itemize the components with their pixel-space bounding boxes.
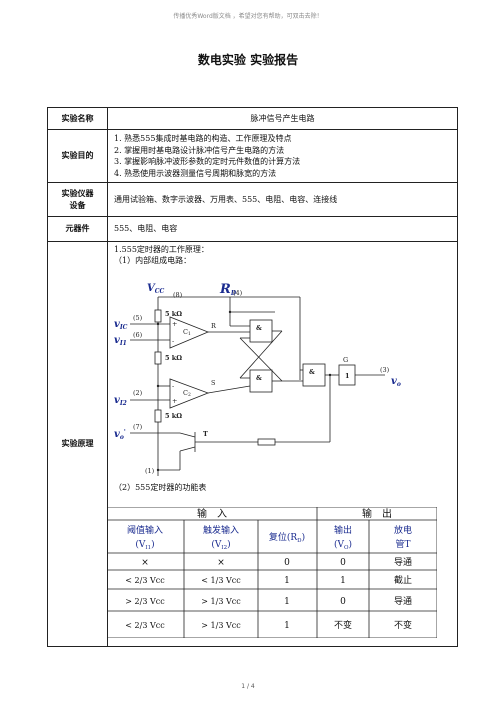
row-name: 实验名称 脉冲信号产生电路 xyxy=(48,108,457,130)
purpose-label: 实验目的 xyxy=(48,130,108,182)
input-header: 输 入 xyxy=(197,507,227,520)
minus-sign: - xyxy=(172,382,174,390)
col-discharge-2: 管T xyxy=(395,538,410,550)
cell-threshold: > 2/3 Vcc xyxy=(125,597,165,606)
cell-trigger: × xyxy=(217,558,225,568)
row-equipment: 实验仪器设备 通用试验箱、数字示波器、万用表、555、电阻、电容、连接线 xyxy=(48,183,457,217)
vcc-label: VCC xyxy=(147,283,165,295)
cell-output: 0 xyxy=(340,597,346,607)
row-purpose: 实验目的 1. 熟悉555集成时基电路的构造、工作原理及特点 2. 掌握用时基电… xyxy=(48,130,457,183)
vo-prime-label: vo' xyxy=(114,429,126,441)
row-principle: 实验原理 1.555定时器的工作原理： （1）内部组成电路： （2）555定时器… xyxy=(48,242,457,646)
purpose-list: 1. 熟悉555集成时基电路的构造、工作原理及特点 2. 掌握用时基电路设计脉冲… xyxy=(114,133,300,179)
plus-sign: + xyxy=(172,320,177,328)
purpose-item: 4. 熟悉使用示波器测量信号周期和脉宽的方法 xyxy=(114,168,277,178)
principle-line-2: （1）内部组成电路： xyxy=(114,256,192,265)
cell-threshold: < 2/3 Vcc xyxy=(125,621,165,630)
junction-dot xyxy=(156,322,160,326)
page-number: 1 / 4 xyxy=(241,683,255,690)
row-parts: 元器件 555、电阻、电容 xyxy=(48,217,457,242)
equipment-label: 实验仪器设备 xyxy=(48,183,108,216)
col-trigger: 触发输入 xyxy=(203,524,239,536)
purpose-item: 1. 熟悉555集成时基电路的构造、工作原理及特点 xyxy=(114,134,292,143)
pin7-label: (7) xyxy=(133,423,143,431)
resistor-5k-label: 5 kΩ xyxy=(165,412,182,420)
function-table: 输 入 输 出 阈值输入 (VI1) 触发输入 (VI2) 复位(RD) 输出 … xyxy=(107,507,437,638)
c2-label: C2 xyxy=(183,389,191,398)
pin6-label: (6) xyxy=(133,331,143,339)
name-value: 脉冲信号产生电路 xyxy=(250,114,315,123)
pin2-label: (2) xyxy=(133,389,143,397)
s-output-label: S xyxy=(211,379,215,387)
inverter-symbol: 1 xyxy=(345,372,350,380)
junction-dot xyxy=(156,384,160,388)
cell-trigger: > 1/3 Vcc xyxy=(201,597,241,606)
cell-reset: 1 xyxy=(284,597,290,607)
principle-label: 实验原理 xyxy=(48,242,108,646)
purpose-item: 2. 掌握用时基电路设计脉冲信号产生电路的方法 xyxy=(114,145,285,155)
report-table: 实验名称 脉冲信号产生电路 实验目的 1. 熟悉555集成时基电路的构造、工作原… xyxy=(47,107,458,647)
pin1-label: (1) xyxy=(145,467,155,475)
cell-discharge: 不变 xyxy=(394,619,412,631)
cell-output: 不变 xyxy=(334,619,352,631)
name-label: 实验名称 xyxy=(48,108,108,129)
pin8-label: (8) xyxy=(173,291,183,299)
principle-line-1: 1.555定时器的工作原理： xyxy=(114,245,209,254)
junction-dot xyxy=(328,373,332,377)
cell-trigger: > 1/3 Vcc xyxy=(201,621,241,630)
cell-reset: 1 xyxy=(284,621,290,631)
output-header: 输 出 xyxy=(362,507,392,520)
resistor-5k-label: 5 kΩ xyxy=(165,310,182,318)
t-label: T xyxy=(203,430,208,438)
cell-discharge: 导通 xyxy=(394,596,412,607)
vi2-label: vI2 xyxy=(114,395,127,407)
parts-label: 元器件 xyxy=(48,217,108,241)
junction-dot xyxy=(228,310,232,314)
pin5-label: (5) xyxy=(133,314,143,322)
cell-discharge: 导通 xyxy=(394,557,412,568)
c1-label: C1 xyxy=(183,328,191,337)
rd-label: RD xyxy=(219,282,237,297)
col-threshold: 阈值输入 xyxy=(127,524,163,536)
nand-gate-symbol: & xyxy=(256,324,262,332)
vo-label: vo xyxy=(391,376,401,388)
equipment-label-1: 实验仪器 xyxy=(61,188,94,198)
principle-line-3: （2）555定时器的功能表 xyxy=(114,483,207,492)
purpose-item: 3. 掌握影响脉冲波形参数的定时元件数值的计算方法 xyxy=(114,157,301,166)
cell-threshold: × xyxy=(141,558,149,568)
equipment-label-2: 设备 xyxy=(69,200,86,210)
cell-reset: 1 xyxy=(284,576,290,586)
vic-label: vIC xyxy=(114,319,128,331)
cell-threshold: < 2/3 Vcc xyxy=(125,576,165,585)
r-output-label: R xyxy=(211,322,217,330)
pin3-label: (3) xyxy=(380,366,390,374)
page-title: 数电实验 实验报告 xyxy=(197,53,299,67)
pin4-label: (4) xyxy=(233,289,243,297)
parts-value: 555、电阻、电容 xyxy=(114,224,178,233)
resistor-5k-label: 5 kΩ xyxy=(165,354,182,362)
col-discharge: 放电 xyxy=(394,524,412,536)
nand-gate-symbol: & xyxy=(256,374,262,382)
equipment-value: 通用试验箱、数字示波器、万用表、555、电阻、电容、连接线 xyxy=(114,195,338,204)
g-label: G xyxy=(343,356,348,364)
junction-dot xyxy=(156,468,160,472)
cell-discharge: 截止 xyxy=(394,574,412,586)
col-trigger-sym: (VI2) xyxy=(211,539,230,551)
cell-output: 0 xyxy=(340,558,346,568)
header-note: 传播优秀Word版文档 ，希望对您有帮助，可双击去除！ xyxy=(173,13,323,20)
minus-sign: - xyxy=(172,337,174,345)
vi1-label: vI1 xyxy=(114,335,127,347)
col-output: 输出 xyxy=(334,524,352,536)
cell-output: 1 xyxy=(340,576,346,586)
col-output-sym: (VO) xyxy=(334,539,352,551)
cell-reset: 0 xyxy=(284,558,290,568)
cell-trigger: < 1/3 Vcc xyxy=(201,576,241,585)
col-reset: 复位(RD) xyxy=(269,531,305,544)
plus-sign: + xyxy=(172,397,177,405)
nand-gate-symbol: & xyxy=(309,368,315,376)
col-threshold-sym: (VI1) xyxy=(135,539,154,551)
